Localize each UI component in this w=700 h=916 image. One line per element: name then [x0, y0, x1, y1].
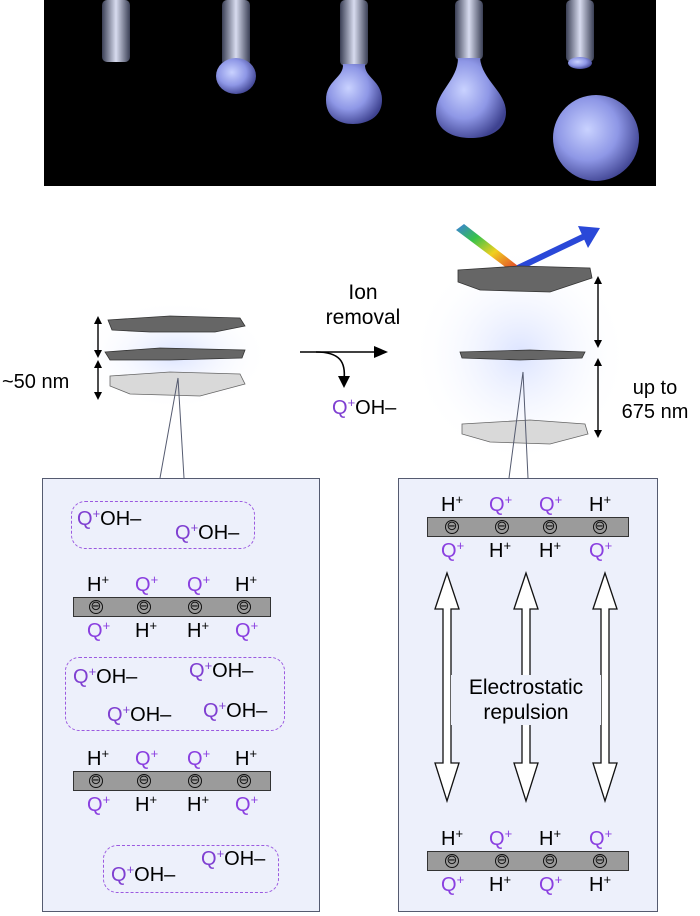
droplet-5-small — [568, 57, 592, 69]
ion-h: H+ — [135, 618, 158, 642]
ion-h: H+ — [441, 492, 464, 516]
ion-q: Q+ — [187, 572, 211, 596]
ion-cluster-1 — [71, 501, 255, 549]
ion-q: Q+ — [235, 618, 259, 642]
ion-h: H+ — [187, 792, 210, 816]
nozzle-2 — [222, 0, 250, 66]
droplet-5-falling — [553, 95, 639, 181]
droplet-3 — [326, 64, 382, 124]
ion-q: Q+ — [539, 872, 563, 896]
ion-q: Q+ — [135, 746, 159, 770]
nozzle-1 — [102, 0, 130, 62]
ion-h: H+ — [441, 826, 464, 850]
negative-charge: ⊖ — [89, 772, 103, 788]
ion-h: H+ — [489, 872, 512, 896]
negative-charge: ⊖ — [237, 598, 251, 614]
ion-q: Q+ — [539, 492, 563, 516]
electrostatic-repulsion-label: Electrostatic repulsion — [451, 675, 601, 726]
ion-h: H+ — [589, 492, 612, 516]
ion-q: Q+ — [87, 618, 111, 642]
ion-h: H+ — [539, 826, 562, 850]
ion-pair: Q+OH– — [203, 698, 268, 722]
negative-charge: ⊖ — [237, 772, 251, 788]
ion-pair: Q+OH– — [175, 520, 240, 544]
right-nanosheet-stack — [410, 224, 630, 460]
negative-charge: ⊖ — [188, 598, 202, 614]
ion-h: H+ — [489, 538, 512, 562]
droplet-photo — [44, 0, 656, 186]
ion-h: H+ — [589, 872, 612, 896]
ion-q: Q+ — [589, 538, 613, 562]
ion-pair: Q+OH– — [73, 664, 138, 688]
ion-cluster-2 — [65, 657, 285, 731]
reflected-light-arrow — [578, 226, 600, 248]
ion-q: Q+ — [489, 492, 513, 516]
ion-cluster-3 — [103, 845, 279, 893]
negative-charge: ⊖ — [543, 852, 557, 868]
ion-q: Q+ — [441, 538, 465, 562]
negative-charge: ⊖ — [593, 852, 607, 868]
negative-charge: ⊖ — [445, 852, 459, 868]
ion-h: H+ — [87, 746, 110, 770]
nanosheet-bar — [427, 851, 629, 871]
nozzle-5 — [566, 0, 594, 62]
ion-removal-label: Ion removal — [325, 281, 401, 330]
nanosheet-bar — [73, 597, 271, 617]
droplet-4 — [436, 58, 506, 138]
byproduct-plus: + — [347, 395, 356, 410]
negative-charge: ⊖ — [593, 518, 607, 534]
negative-charge: ⊖ — [188, 772, 202, 788]
incident-light-arrow — [456, 224, 518, 272]
left-zoom-panel: Q+OH– Q+OH– H+ Q+ Q+ H+ ⊖ ⊖ ⊖ ⊖ Q+ H+ H+… — [42, 478, 320, 912]
right-zoom-panel: H+ Q+ Q+ H+ ⊖ ⊖ ⊖ ⊖ Q+ H+ H+ Q+ Electros… — [398, 478, 658, 912]
negative-charge: ⊖ — [137, 598, 151, 614]
ion-h: H+ — [235, 746, 258, 770]
ion-q: Q+ — [489, 826, 513, 850]
ion-q: Q+ — [441, 872, 465, 896]
negative-charge: ⊖ — [89, 598, 103, 614]
ion-pair: Q+OH– — [201, 846, 266, 870]
left-nanosheet-stack — [80, 300, 270, 410]
byproduct-oh: OH– — [355, 397, 397, 419]
negative-charge: ⊖ — [495, 518, 509, 534]
ion-q: Q+ — [135, 572, 159, 596]
byproduct-q: Q — [332, 397, 348, 419]
ion-pair: Q+OH– — [77, 506, 142, 530]
nozzle-4 — [455, 0, 483, 60]
ion-h: H+ — [87, 572, 110, 596]
nanosheet-bar — [427, 517, 629, 537]
ion-h: H+ — [235, 572, 258, 596]
ion-pair: Q+OH– — [107, 702, 172, 726]
ion-pair: Q+OH– — [189, 658, 254, 682]
negative-charge: ⊖ — [137, 772, 151, 788]
droplet-2 — [216, 58, 256, 94]
ion-pair: Q+OH– — [111, 862, 176, 886]
ion-q: Q+ — [589, 826, 613, 850]
spacing-large-label: up to 675 nm — [621, 377, 689, 423]
repulsion-arrow-1 — [434, 570, 460, 804]
ion-q: Q+ — [235, 792, 259, 816]
nozzle-3 — [340, 0, 368, 66]
ion-h: H+ — [135, 792, 158, 816]
byproduct-label: Q+OH– — [332, 395, 397, 419]
ion-q: Q+ — [187, 746, 211, 770]
negative-charge: ⊖ — [445, 518, 459, 534]
ion-h: H+ — [539, 538, 562, 562]
ion-h: H+ — [187, 618, 210, 642]
negative-charge: ⊖ — [543, 518, 557, 534]
spacing-small-label: ~50 nm — [2, 371, 70, 393]
reaction-arrow — [300, 346, 388, 388]
ion-q: Q+ — [87, 792, 111, 816]
negative-charge: ⊖ — [495, 852, 509, 868]
repulsion-arrow-3 — [592, 570, 618, 804]
nanosheet-bar — [73, 771, 271, 791]
